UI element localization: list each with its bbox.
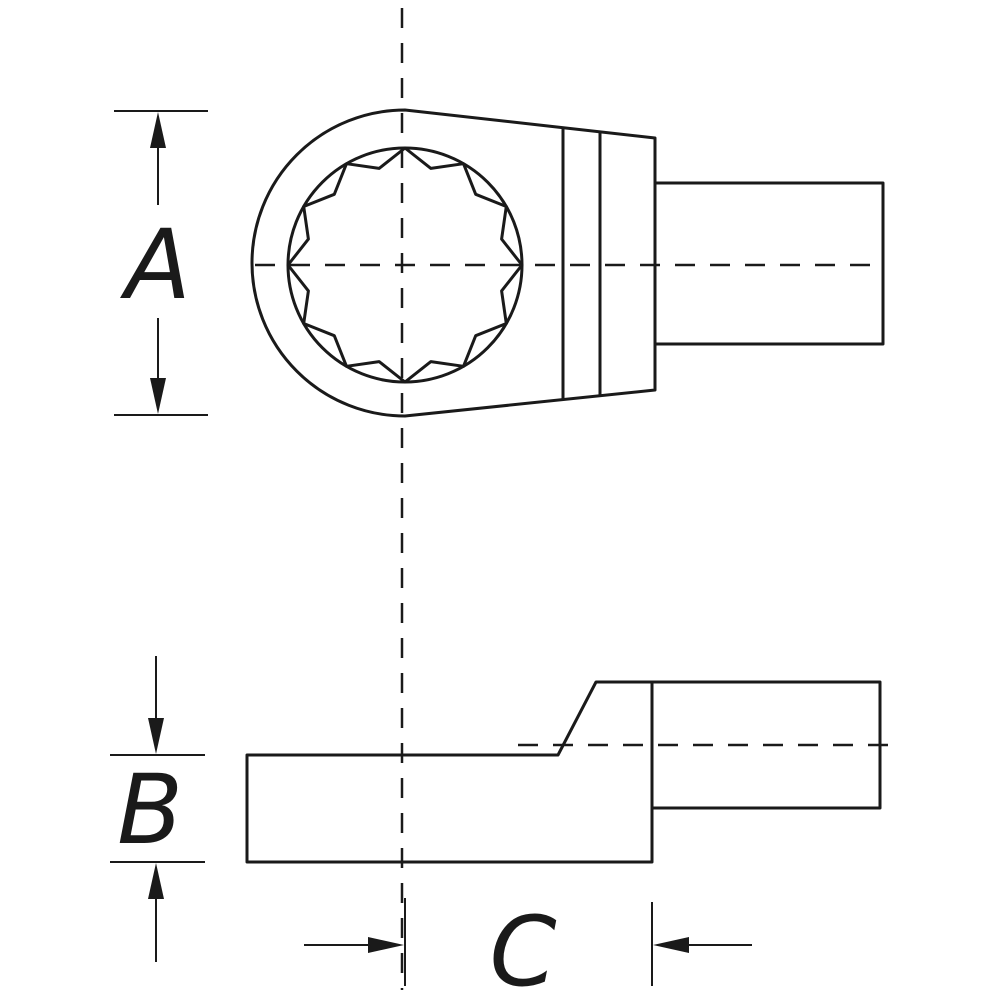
ring-head-outline bbox=[250, 108, 657, 418]
top-shank bbox=[653, 181, 885, 346]
dim-c-arrow-left bbox=[653, 937, 689, 953]
dim-a-label: A bbox=[119, 209, 191, 321]
dimension-b: B bbox=[110, 656, 205, 962]
top-view bbox=[250, 108, 885, 418]
dim-c-arrow-right bbox=[368, 937, 404, 953]
side-view bbox=[245, 680, 888, 864]
side-head-outline bbox=[245, 680, 654, 864]
dimension-c: C bbox=[304, 896, 752, 1000]
dim-a-arrow-up bbox=[150, 112, 166, 148]
dim-b-label: B bbox=[117, 754, 183, 866]
twelve-point-profile bbox=[286, 146, 524, 384]
dim-c-label: C bbox=[489, 896, 556, 1000]
dim-b-arrow-up bbox=[148, 863, 164, 899]
dim-a-arrow-down bbox=[150, 378, 166, 414]
dim-b-arrow-down bbox=[148, 718, 164, 754]
dimension-a: A bbox=[114, 110, 208, 416]
